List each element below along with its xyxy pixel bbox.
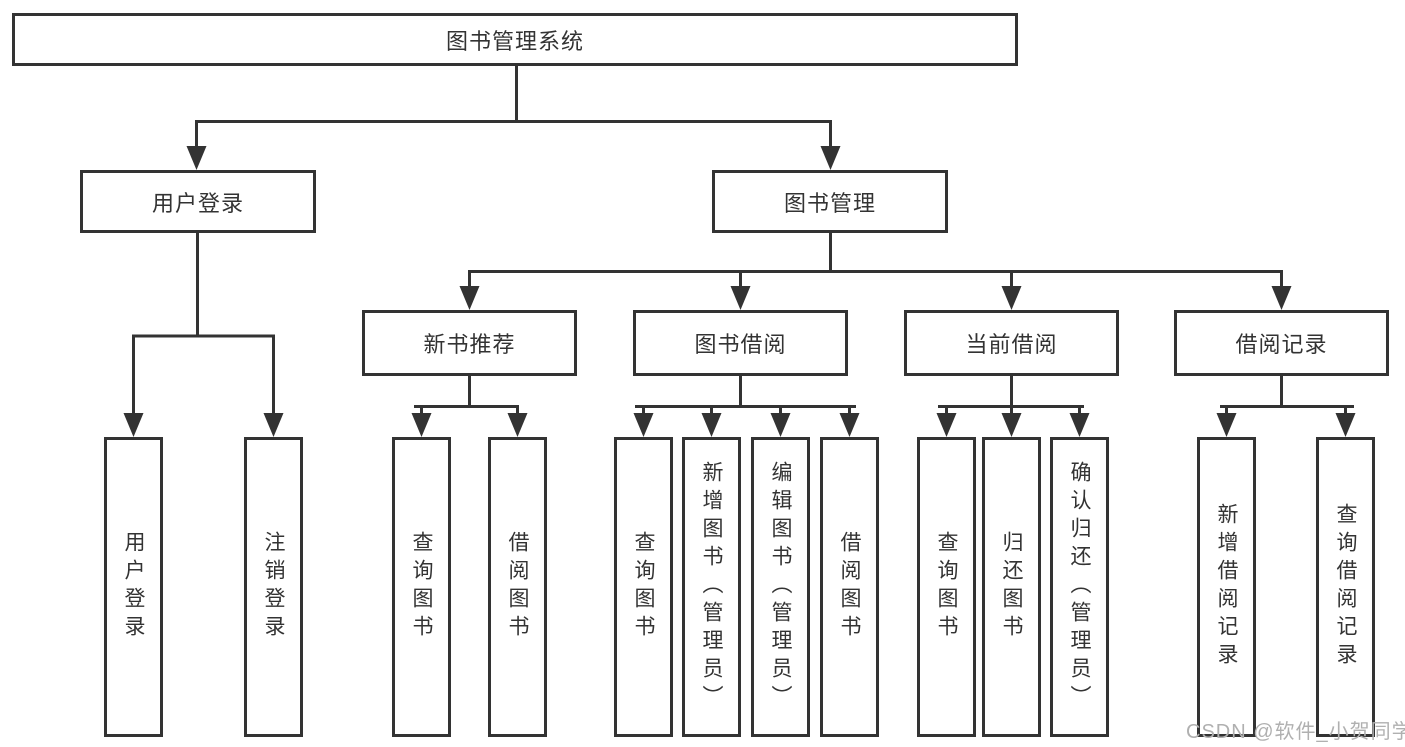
leaf-add-books-admin-label: 新增图书（管理员）: [700, 461, 723, 713]
watermark-text: CSDN @软件_小贺同学: [1186, 721, 1405, 743]
node-borrow-record: 借阅记录: [1174, 310, 1389, 376]
leaf-add-borrow-record-label: 新增借阅记录: [1215, 503, 1238, 671]
node-new-book-recommend: 新书推荐: [362, 310, 577, 376]
leaf-confirm-return-admin-label: 确认归还（管理员）: [1068, 461, 1091, 713]
leaf-query-books-borrow-label: 查询图书: [632, 531, 655, 643]
leaf-user-login: 用户登录: [104, 437, 163, 737]
leaf-query-books-recommend-label: 查询图书: [410, 531, 433, 643]
node-root-label: 图书管理系统: [445, 28, 584, 54]
node-borrow-record-label: 借阅记录: [1235, 332, 1328, 357]
leaf-borrow-books-recommend: 借阅图书: [488, 437, 547, 737]
leaf-borrow-books: 借阅图书: [820, 437, 879, 737]
leaf-query-books-current: 查询图书: [917, 437, 976, 737]
leaf-borrow-books-recommend-label: 借阅图书: [506, 531, 529, 643]
leaf-user-login-label: 用户登录: [122, 531, 145, 643]
arrowhead-icons: [123, 146, 1356, 437]
leaf-borrow-books-label: 借阅图书: [838, 531, 861, 643]
node-book-management-label: 图书管理: [783, 190, 876, 216]
leaf-edit-books-admin: 编辑图书（管理员）: [751, 437, 810, 737]
leaf-logout: 注销登录: [244, 437, 303, 737]
node-user-login: 用户登录: [80, 170, 316, 233]
node-current-borrow: 当前借阅: [904, 310, 1119, 376]
node-new-book-recommend-label: 新书推荐: [423, 332, 516, 357]
node-book-management: 图书管理: [712, 170, 948, 233]
connector-lines: [132, 66, 1354, 419]
node-current-borrow-label: 当前借阅: [965, 332, 1058, 357]
leaf-add-books-admin: 新增图书（管理员）: [682, 437, 741, 737]
node-root-system: 图书管理系统: [12, 13, 1018, 66]
leaf-edit-books-admin-label: 编辑图书（管理员）: [769, 461, 792, 713]
leaf-confirm-return-admin: 确认归还（管理员）: [1050, 437, 1109, 737]
leaf-query-books-borrow: 查询图书: [614, 437, 673, 737]
leaf-logout-label: 注销登录: [262, 531, 285, 643]
leaf-query-books-recommend: 查询图书: [392, 437, 451, 737]
node-book-borrow-label: 图书借阅: [694, 332, 787, 357]
leaf-add-borrow-record: 新增借阅记录: [1197, 437, 1256, 737]
leaf-return-books-label: 归还图书: [1000, 531, 1023, 643]
node-user-login-label: 用户登录: [151, 190, 244, 216]
leaf-query-books-current-label: 查询图书: [935, 531, 958, 643]
leaf-query-borrow-record-label: 查询借阅记录: [1334, 503, 1357, 671]
leaf-return-books: 归还图书: [982, 437, 1041, 737]
leaf-query-borrow-record: 查询借阅记录: [1316, 437, 1375, 737]
node-book-borrow: 图书借阅: [633, 310, 848, 376]
